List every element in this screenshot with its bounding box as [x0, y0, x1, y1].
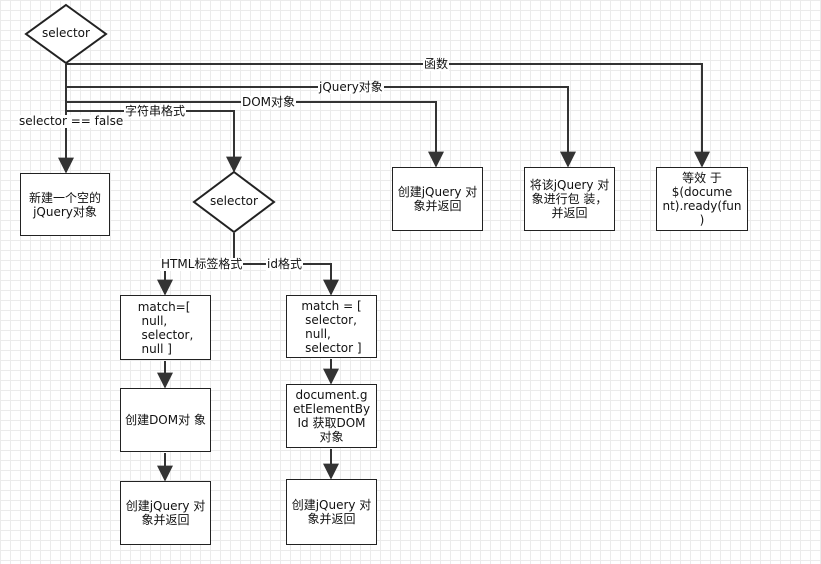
box-create-return-html: 创建jQuery 对象并返回: [120, 481, 211, 545]
edge-label-selector-false: selector == false: [18, 114, 125, 128]
box-match-id: match = [ selector, null, selector ]: [286, 295, 377, 358]
edge-label-string-format: 字符串格式: [124, 104, 187, 118]
box-ready-equivalent: 等效 于$(docume nt).ready(fun ): [656, 167, 748, 231]
box-create-return-id: 创建jQuery 对象并返回: [286, 479, 377, 545]
box-match-html: match=[ null, selector, null ]: [120, 295, 211, 360]
edge-label-jquery-object: jQuery对象: [318, 80, 384, 94]
box-empty-jquery: 新建一个空的 jQuery对象: [20, 173, 110, 236]
edge-label-id-format: id格式: [266, 257, 303, 271]
edge-label-function: 函数: [423, 57, 450, 71]
selector-main-label: selector: [42, 26, 90, 40]
edge-label-html-tag: HTML标签格式: [160, 257, 244, 271]
box-create-dom: 创建DOM对 象: [120, 388, 211, 452]
selector-string-label: selector: [210, 194, 258, 208]
edge-function: [66, 63, 710, 168]
decision-selector-main: [24, 3, 108, 65]
box-wrap-return: 将该jQuery 对象进行包 装，并返回: [524, 167, 615, 231]
edge-dom-object: [66, 101, 444, 168]
box-create-return-dom: 创建jQuery 对象并返回: [392, 167, 483, 231]
box-get-element-by-id: document.g etElementBy Id 获取DOM 对象: [286, 384, 377, 448]
edge-label-dom-object: DOM对象: [241, 95, 297, 109]
decision-selector-string: [192, 170, 276, 234]
edge-jquery-object: [66, 86, 576, 168]
edge-string-format: [66, 110, 242, 173]
